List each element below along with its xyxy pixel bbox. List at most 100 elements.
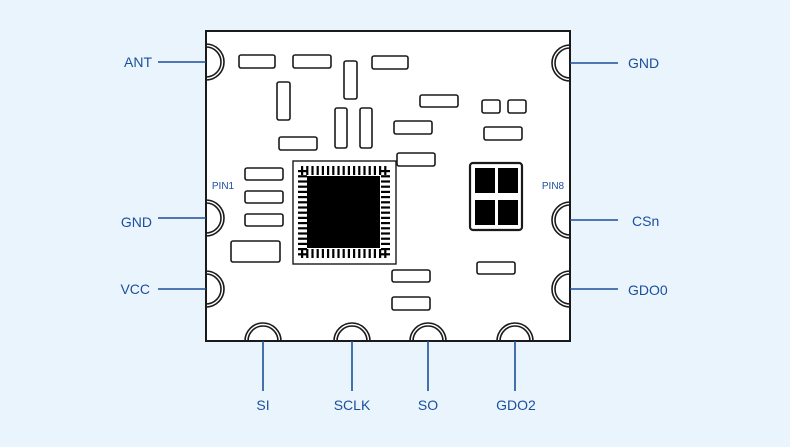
- smd-component: [396, 152, 436, 167]
- ic-pin: [379, 166, 382, 175]
- ic-pin: [298, 201, 307, 204]
- ic-pin: [363, 249, 366, 258]
- smd-components: [230, 54, 527, 311]
- ic-pin: [381, 206, 390, 209]
- pad-vcc: [205, 273, 222, 305]
- crystal-pad: [475, 200, 495, 225]
- ic-pin: [337, 249, 340, 258]
- ic-pin: [381, 237, 390, 240]
- ic-pin: [298, 242, 307, 245]
- ic-pin: [342, 166, 345, 175]
- ic-pin: [381, 185, 390, 188]
- ic-pin: [316, 166, 319, 175]
- smd-component: [278, 136, 318, 151]
- ic-pin: [358, 166, 361, 175]
- ic-pin: [381, 232, 390, 235]
- ic-pin: [381, 253, 390, 256]
- smd-component: [483, 126, 523, 141]
- pad-gnd-right-outer: [551, 44, 571, 82]
- crystal-pad: [498, 200, 518, 225]
- ic-pin: [298, 227, 307, 230]
- ic-pin: [332, 249, 335, 258]
- ic-pin: [337, 166, 340, 175]
- smd-component: [476, 261, 516, 275]
- ic-pin: [381, 170, 390, 173]
- ic-pin: [321, 249, 324, 258]
- smd-component: [393, 120, 433, 135]
- ic-pin: [381, 201, 390, 204]
- ic-pin: [381, 190, 390, 193]
- ic-pin: [298, 170, 307, 173]
- ic-pin: [298, 253, 307, 256]
- ic-pin: [347, 249, 350, 258]
- pad-sclk-outer: [333, 322, 371, 342]
- ic-pins: [298, 166, 390, 258]
- pad-si-outer: [244, 322, 282, 342]
- right-pads: [551, 44, 571, 308]
- ic-pin: [327, 166, 330, 175]
- pin-label-gnd-left: GND: [121, 214, 152, 230]
- ic-pin: [381, 196, 390, 199]
- smd-component: [230, 240, 281, 263]
- pin8-marker: PIN8: [542, 181, 565, 192]
- bottom-pads: [244, 322, 534, 342]
- pad-gdo0: [554, 273, 571, 305]
- ic-pin: [381, 216, 390, 219]
- ic-pin: [368, 249, 371, 258]
- ic-pin: [342, 249, 345, 258]
- ic-pin: [381, 211, 390, 214]
- ic-pin: [332, 166, 335, 175]
- ic-pin: [373, 249, 376, 258]
- smd-component: [244, 167, 284, 181]
- ic-pin: [311, 249, 314, 258]
- ic-pin: [298, 190, 307, 193]
- smd-component: [359, 107, 373, 149]
- pad-so-outer: [409, 322, 447, 342]
- smd-component: [391, 269, 431, 283]
- smd-component: [419, 94, 459, 108]
- smd-component: [343, 60, 358, 100]
- ic-pin: [316, 249, 319, 258]
- pad-csn: [554, 204, 571, 236]
- ic-pin: [381, 180, 390, 183]
- crystal-oscillator: [468, 161, 524, 232]
- ic-pin: [379, 249, 382, 258]
- pin1-marker: PIN1: [212, 181, 235, 192]
- smd-component: [238, 54, 276, 69]
- smd-component: [371, 55, 409, 70]
- ic-pin: [298, 185, 307, 188]
- ic-pin: [311, 166, 314, 175]
- smd-component: [292, 54, 332, 69]
- ic-pin: [306, 249, 309, 258]
- ic-pin: [353, 249, 356, 258]
- pin-leads: [158, 61, 618, 391]
- pad-ant-outer: [205, 43, 225, 81]
- ic-pin: [381, 242, 390, 245]
- smd-component: [244, 190, 284, 204]
- pad-ant: [205, 46, 222, 78]
- pin-label-gdo0: GDO0: [628, 282, 668, 298]
- smd-component: [276, 81, 291, 121]
- ic-pin: [381, 175, 390, 178]
- pin-label-vcc: VCC: [120, 281, 150, 297]
- ic-pin: [381, 248, 390, 251]
- pad-gdo2: [499, 325, 531, 342]
- pad-gnd-left: [205, 202, 222, 234]
- pad-csn-outer: [551, 201, 571, 239]
- ic-pin: [298, 196, 307, 199]
- ic-pin: [298, 222, 307, 225]
- pin-labels: ANT GND VCC GND CSn GDO0 SI SCLK SO GDO2: [120, 54, 667, 413]
- ic-pin: [358, 249, 361, 258]
- ic-pin: [381, 227, 390, 230]
- main-ic: [292, 160, 397, 265]
- pad-gnd-left-outer: [205, 199, 225, 237]
- ic-pin: [298, 232, 307, 235]
- smd-component: [391, 296, 431, 311]
- pin-label-csn: CSn: [632, 213, 659, 229]
- ic-pin: [306, 166, 309, 175]
- crystal-pad: [498, 168, 518, 193]
- pin-label-so: SO: [418, 397, 438, 413]
- ic-pin: [298, 180, 307, 183]
- pin-label-gnd-right: GND: [628, 55, 659, 71]
